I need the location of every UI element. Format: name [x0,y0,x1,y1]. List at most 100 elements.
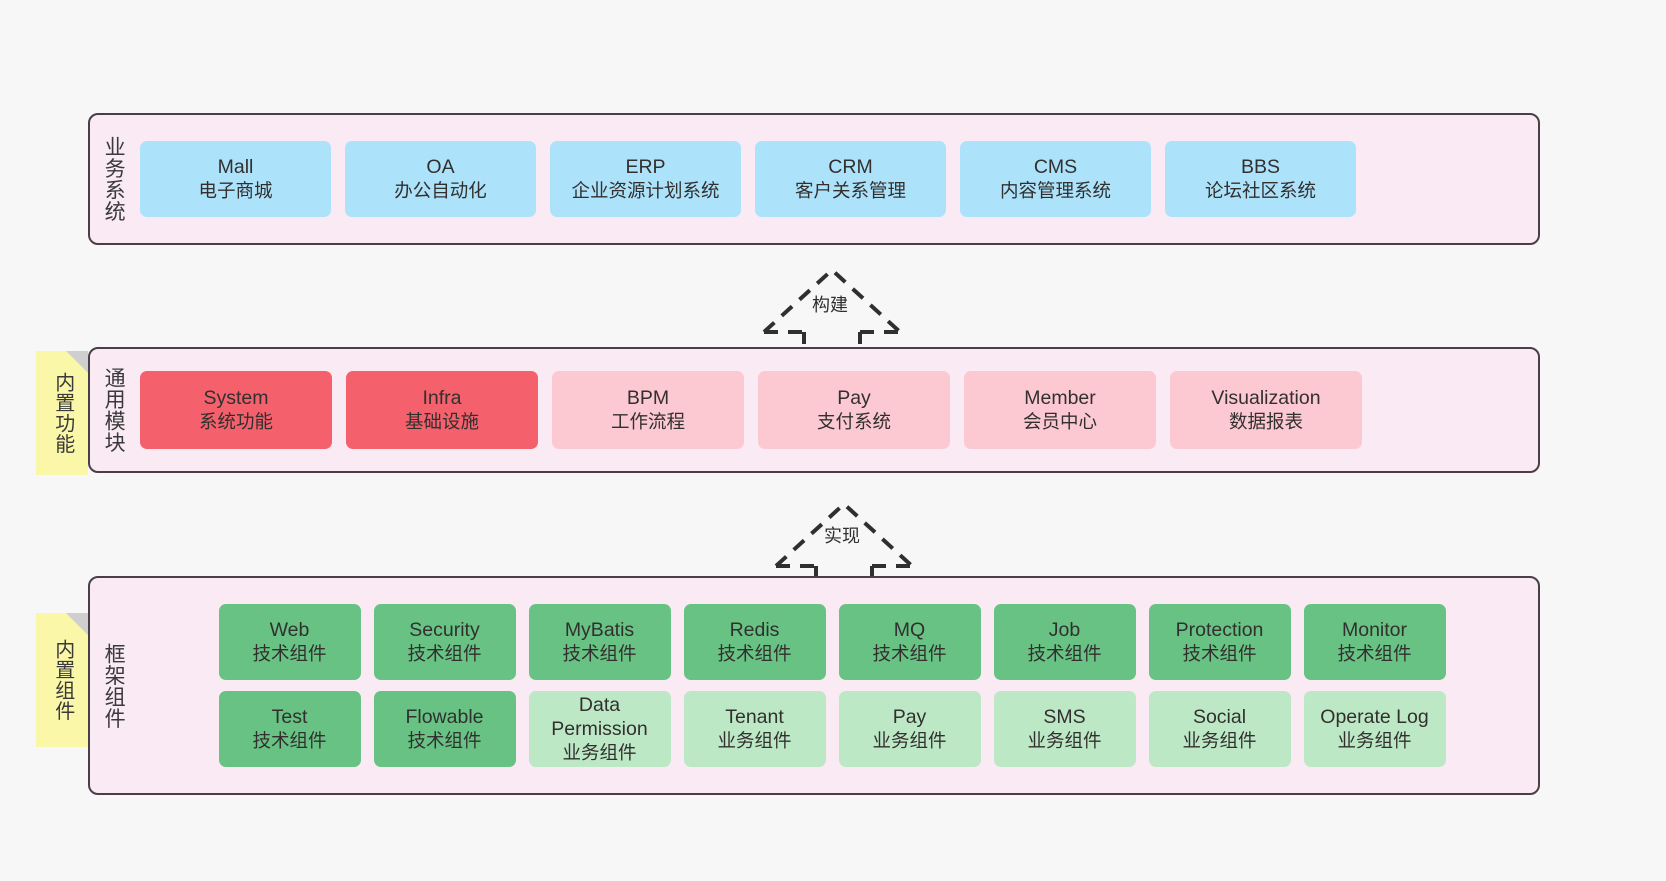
framework-card-data-permission[interactable]: Data Permission 业务组件 [528,691,671,767]
card-title: CMS [1033,155,1078,178]
card-title: Monitor [1341,618,1408,641]
framework-cards-container: Web 技术组件 Security 技术组件 MyBatis 技术组件 Redi… [136,578,1538,793]
card-title: Web [269,618,310,641]
card-title: MQ [893,618,926,641]
framework-card-test[interactable]: Test 技术组件 [218,691,361,767]
card-subtitle: 电子商城 [198,179,273,201]
business-systems-layer: 业务系统 Mall 电子商城 OA 办公自动化 ERP 企业资源计划系统 CRM… [88,113,1540,245]
framework-card-monitor[interactable]: Monitor 技术组件 [1303,604,1446,680]
card-subtitle: 支付系统 [816,410,891,432]
build-arrow-label: 构建 [812,295,848,315]
card-title: OA [426,155,455,178]
framework-card-pay[interactable]: Pay 业务组件 [838,691,981,767]
card-title: Redis [729,618,780,641]
card-title: Test [271,705,308,728]
modules-cards-container: System 系统功能 Infra 基础设施 BPM 工作流程 Pay 支付系统… [136,349,1538,471]
framework-card-web[interactable]: Web 技术组件 [218,604,361,680]
business-card-bbs[interactable]: BBS 论坛社区系统 [1165,141,1356,217]
module-card-visualization[interactable]: Visualization 数据报表 [1170,371,1362,449]
framework-components-layer: 框架组件 Web 技术组件 Security 技术组件 MyBatis 技术组件… [88,576,1540,795]
card-title: MyBatis [564,618,635,641]
folded-corner-icon [66,351,88,373]
framework-row-tech: Web 技术组件 Security 技术组件 MyBatis 技术组件 Redi… [218,604,1446,680]
card-title: Pay [837,386,871,409]
framework-card-security[interactable]: Security 技术组件 [373,604,516,680]
module-card-system[interactable]: System 系统功能 [140,371,332,449]
card-subtitle: 业务组件 [1027,729,1102,751]
framework-card-protection[interactable]: Protection 技术组件 [1148,604,1291,680]
business-card-erp[interactable]: ERP 企业资源计划系统 [550,141,741,217]
card-title: Security [409,618,480,641]
card-title: Infra [422,386,462,409]
card-title: Social [1192,705,1247,728]
card-subtitle: 业务组件 [1182,729,1257,751]
card-title: SMS [1043,705,1086,728]
card-title: Visualization [1211,386,1321,409]
card-subtitle: 企业资源计划系统 [571,179,720,201]
card-title: System [203,386,269,409]
business-card-crm[interactable]: CRM 客户关系管理 [755,141,946,217]
card-subtitle: 技术组件 [1337,642,1412,664]
card-title: Tenant [725,705,784,728]
card-subtitle: 技术组件 [562,642,637,664]
card-title: Flowable [405,705,484,728]
card-subtitle: 基础设施 [404,410,479,432]
business-card-cms[interactable]: CMS 内容管理系统 [960,141,1151,217]
card-subtitle: 数据报表 [1228,410,1303,432]
card-subtitle: 技术组件 [1182,642,1257,664]
card-subtitle: 业务组件 [562,741,637,763]
sticky-note-builtin-components: 内置组件 [36,613,88,747]
card-subtitle: 内容管理系统 [999,179,1111,201]
framework-card-flowable[interactable]: Flowable 技术组件 [373,691,516,767]
framework-card-sms[interactable]: SMS 业务组件 [993,691,1136,767]
sticky-note-builtin-functions: 内置功能 [36,351,88,475]
module-card-infra[interactable]: Infra 基础设施 [346,371,538,449]
card-title: BPM [626,386,670,409]
framework-card-tenant[interactable]: Tenant 业务组件 [683,691,826,767]
business-cards-container: Mall 电子商城 OA 办公自动化 ERP 企业资源计划系统 CRM 客户关系… [136,115,1538,243]
framework-card-mq[interactable]: MQ 技术组件 [838,604,981,680]
card-subtitle: 技术组件 [407,642,482,664]
implement-arrow-label: 实现 [824,526,860,546]
sticky-label: 内置功能 [51,372,74,454]
modules-layer-title: 通用模块 [102,367,126,453]
card-subtitle: 业务组件 [872,729,947,751]
card-subtitle: 论坛社区系统 [1204,179,1316,201]
card-title: BBS [1240,155,1281,178]
module-card-pay[interactable]: Pay 支付系统 [758,371,950,449]
card-subtitle: 业务组件 [1337,729,1412,751]
framework-card-redis[interactable]: Redis 技术组件 [683,604,826,680]
module-card-bpm[interactable]: BPM 工作流程 [552,371,744,449]
common-modules-layer: 通用模块 System 系统功能 Infra 基础设施 BPM 工作流程 Pay… [88,347,1540,473]
card-title: Mall [217,155,254,178]
framework-card-social[interactable]: Social 业务组件 [1148,691,1291,767]
module-card-member[interactable]: Member 会员中心 [964,371,1156,449]
business-card-mall[interactable]: Mall 电子商城 [140,141,331,217]
card-title: Pay [892,705,927,728]
framework-card-job[interactable]: Job 技术组件 [993,604,1136,680]
card-subtitle: 系统功能 [198,410,273,432]
framework-card-mybatis[interactable]: MyBatis 技术组件 [528,604,671,680]
card-title: Operate Log [1320,705,1429,728]
card-subtitle: 技术组件 [252,642,327,664]
card-subtitle: 办公自动化 [394,179,487,201]
framework-layer-title: 框架组件 [102,642,126,729]
sticky-label: 内置组件 [51,639,74,721]
card-subtitle: 技术组件 [252,729,327,751]
card-title: Job [1048,618,1081,641]
folded-corner-icon [66,613,88,635]
card-subtitle: 技术组件 [872,642,947,664]
framework-row-business: Test 技术组件 Flowable 技术组件 Data Permission … [218,691,1446,767]
card-subtitle: 技术组件 [407,729,482,751]
card-subtitle: 技术组件 [1027,642,1102,664]
framework-card-operate-log[interactable]: Operate Log 业务组件 [1303,691,1446,767]
business-card-oa[interactable]: OA 办公自动化 [345,141,536,217]
card-title: ERP [625,155,666,178]
card-subtitle: 工作流程 [610,410,685,432]
card-title: Data Permission [551,693,648,740]
card-subtitle: 客户关系管理 [794,179,906,201]
business-layer-title: 业务系统 [102,136,126,222]
card-title: Protection [1175,618,1264,641]
card-subtitle: 会员中心 [1022,410,1097,432]
